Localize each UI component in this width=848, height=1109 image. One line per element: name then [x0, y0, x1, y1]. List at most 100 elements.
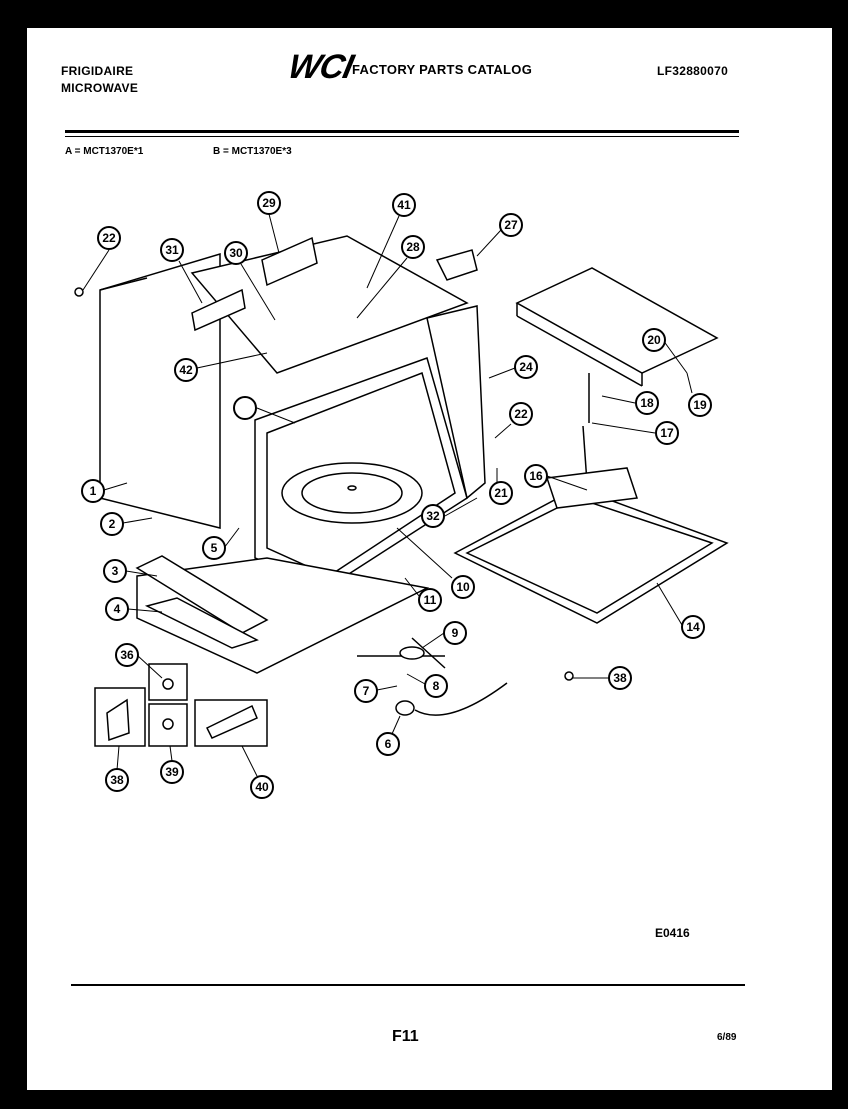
callout-38-left: 39 — [160, 745, 184, 784]
svg-text:29: 29 — [262, 196, 276, 210]
callout-24: 24 — [488, 355, 538, 379]
svg-text:38: 38 — [613, 671, 627, 685]
svg-text:20: 20 — [647, 333, 661, 347]
svg-text:42: 42 — [179, 363, 193, 377]
svg-text:19: 19 — [693, 398, 707, 412]
screw-38 — [564, 671, 574, 681]
brand-line-1: FRIGIDAIRE — [61, 64, 134, 78]
svg-text:24: 24 — [519, 360, 533, 374]
svg-text:30: 30 — [229, 246, 243, 260]
catalog-title: FACTORY PARTS CATALOG — [352, 62, 533, 77]
part-box-32 — [148, 663, 188, 701]
figure-code: E0416 — [655, 926, 690, 940]
callout-labels: 22 31 30 29 41 28 27 42 20 19 24 18 22 1… — [81, 191, 712, 799]
callout-31: 32 — [421, 497, 478, 528]
svg-text:22: 22 — [102, 231, 116, 245]
svg-text:4: 4 — [114, 602, 121, 616]
svg-text:3: 3 — [112, 564, 119, 578]
callout-9: 9 — [421, 621, 467, 649]
callout-30: 38 — [105, 745, 129, 792]
revision-date: 6/89 — [717, 1032, 737, 1043]
stirrer-fan — [399, 646, 425, 660]
callout-2: 2 — [100, 512, 153, 536]
page-number: F11 — [392, 1028, 419, 1045]
stirrer-motor — [395, 700, 415, 716]
catalog-sheet: FRIGIDAIRE MICROWAVE WCI FACTORY PARTS C… — [27, 28, 832, 1090]
brand-line-2: MICROWAVE — [61, 81, 139, 95]
model-b: B = MCT1370E*3 — [213, 146, 292, 157]
callout-27: 29 — [257, 191, 281, 254]
oven-cavity-opening — [266, 372, 456, 577]
callout-19: 19 — [686, 372, 712, 417]
door-panel — [453, 487, 729, 624]
header-rule-thin — [65, 136, 739, 137]
footer-rule — [71, 984, 745, 986]
callout-38-right: 38 — [573, 666, 632, 690]
callout-3: 3 — [103, 559, 158, 583]
part-box-38 — [148, 703, 188, 747]
callout-18: 18 — [601, 391, 659, 415]
callout-32: 36 — [115, 643, 163, 679]
svg-text:31: 31 — [165, 243, 179, 257]
svg-text:17: 17 — [660, 426, 674, 440]
callout-41: 22 — [82, 226, 121, 291]
callout-39: 41 — [366, 193, 416, 289]
svg-text:21: 21 — [494, 486, 508, 500]
document-number: LF32880070 — [657, 64, 729, 78]
callout-42 — [233, 396, 296, 424]
callout-16: 16 — [524, 464, 588, 491]
callout-17: 17 — [591, 421, 679, 445]
waveguide-cover — [515, 267, 719, 374]
callout-26: 28 — [356, 235, 425, 319]
svg-text:18: 18 — [640, 396, 654, 410]
callout-4: 4 — [105, 597, 163, 621]
cabinet-side-panel — [99, 252, 221, 529]
svg-text:38: 38 — [110, 773, 124, 787]
hinge-part — [261, 236, 318, 287]
callout-10: 10 — [396, 527, 475, 599]
callout-25: 27 — [476, 213, 523, 257]
callout-14: 14 — [656, 582, 705, 639]
svg-text:11: 11 — [424, 593, 437, 607]
part-box-30 — [94, 687, 146, 747]
svg-text:27: 27 — [504, 218, 518, 232]
svg-text:14: 14 — [686, 620, 700, 634]
model-a: A = MCT1370E*1 — [65, 146, 144, 157]
svg-text:2: 2 — [109, 517, 116, 531]
svg-text:10: 10 — [456, 580, 470, 594]
svg-text:22: 22 — [514, 407, 528, 421]
svg-text:9: 9 — [452, 626, 459, 640]
screw-41 — [74, 287, 84, 297]
svg-text:5: 5 — [211, 541, 218, 555]
callout-8: 8 — [406, 673, 448, 698]
callout-11: 11 — [404, 577, 442, 612]
callout-21: 21 — [489, 468, 513, 505]
callout-1: 1 — [81, 479, 128, 503]
callout-20: 20 — [642, 328, 688, 374]
exploded-parts-diagram: 22 31 30 29 41 28 27 42 20 19 24 18 22 1… — [74, 191, 729, 799]
svg-text:41: 41 — [397, 198, 411, 212]
part-box-36 — [194, 699, 268, 747]
header-rule-thick — [65, 130, 739, 133]
svg-text:16: 16 — [529, 469, 543, 483]
svg-text:40: 40 — [255, 780, 269, 794]
callout-40: 42 — [174, 352, 268, 382]
callout-7: 7 — [354, 679, 398, 703]
svg-text:6: 6 — [385, 737, 392, 751]
callout-36: 40 — [241, 745, 274, 799]
svg-text:28: 28 — [406, 240, 420, 254]
svg-text:7: 7 — [363, 684, 370, 698]
callout-28: 30 — [224, 241, 276, 321]
svg-text:1: 1 — [90, 484, 97, 498]
svg-text:36: 36 — [120, 648, 134, 662]
svg-text:39: 39 — [165, 765, 179, 779]
mounting-bracket — [435, 249, 478, 281]
svg-text:32: 32 — [426, 509, 440, 523]
bottom-rail — [144, 597, 259, 649]
svg-text:8: 8 — [433, 679, 440, 693]
front-rail — [135, 555, 269, 634]
callout-29: 31 — [160, 238, 203, 304]
callout-5: 5 — [202, 527, 240, 560]
callout-22: 22 — [494, 402, 533, 439]
callout-6: 6 — [376, 715, 401, 756]
